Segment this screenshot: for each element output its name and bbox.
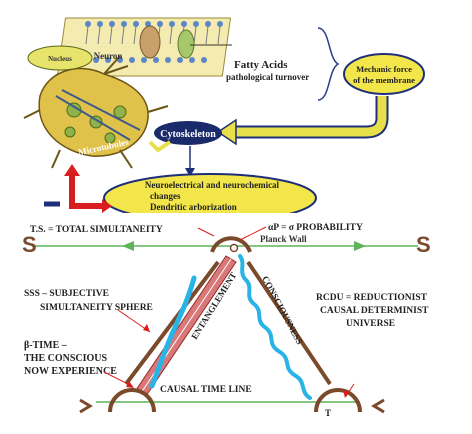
bottom-panel: S S T.S. = TOTAL SIMULTANEITY αP = σ PRO…: [22, 223, 431, 418]
membrane-protein: [139, 25, 161, 59]
probability-leader: [239, 226, 267, 241]
bottom-right-arc: [314, 388, 362, 413]
causal-time-line-label: CAUSAL TIME LINE: [160, 385, 252, 395]
bottom-right-arrowhead: [343, 390, 350, 398]
probability-label: αP = σ PROBABILITY: [268, 223, 363, 233]
triangle-right-side: [246, 260, 332, 386]
membrane-lipid-heads: [81, 21, 223, 63]
rcdu-label: RCDU = REDUCTIONIST: [316, 293, 428, 303]
bottom-right-chevron: [371, 398, 385, 414]
neuro-changes-label: Neuroelectrical and neurochemical: [145, 180, 280, 190]
nucleus-label: Nucleus: [48, 55, 72, 63]
beta-time-extra: NOW EXPERIENCE: [24, 366, 117, 377]
beta-time-label: β-TIME –: [24, 340, 68, 351]
origin-arc: [210, 236, 252, 253]
total-simultaneity-label: T.S. = TOTAL SIMULTANEITY: [30, 225, 163, 235]
fatty-acids-sublabel: pathological turnover: [226, 72, 309, 82]
force-arrow-head: [216, 118, 237, 146]
neuro-changes-sublabel: changes: [150, 191, 181, 201]
line-arrow-right: [354, 241, 366, 251]
triangle-left-side: [124, 260, 220, 386]
line-arrow-left: [122, 241, 134, 251]
nucleus-shape: [27, 45, 93, 71]
red-arrow-head-up: [64, 164, 80, 176]
rcdu-sublabel: CAUSAL DETERMINIST: [320, 306, 429, 316]
neuron-label: Neuron: [94, 51, 123, 61]
mechanic-force-label: Mechanic force: [356, 64, 412, 74]
cytoskeleton-node: [154, 121, 222, 145]
red-l-arrow: [69, 172, 104, 209]
neuron-dendrites: [23, 55, 169, 169]
neuron-illustration: Nucleus Neuron Microtubules: [23, 45, 169, 169]
s-left-symbol: S: [22, 232, 37, 257]
bottom-left-arc: [108, 388, 156, 413]
beta-time-leader-arrowhead: [126, 381, 134, 388]
s-right-symbol: S: [416, 232, 431, 257]
neuro-changes-extra: Dendritic arborization: [150, 202, 237, 212]
top-panel: Nucleus Neuron Microtubules Fatty Acids …: [23, 17, 425, 223]
ts-leader: [197, 227, 215, 237]
beta-time-sublabel: THE CONSCIOUS: [24, 353, 108, 364]
force-arrow-body: [234, 96, 387, 137]
sss-leader-arrowhead: [143, 324, 150, 332]
bottom-right-mark: T: [325, 408, 331, 418]
beta-time-leader: [103, 371, 133, 387]
membrane-bracket: [317, 27, 340, 101]
sss-sublabel: SIMULTANEITY SPHERE: [40, 303, 153, 313]
bottom-left-chevron: [79, 398, 93, 414]
mechanic-force-node: [343, 53, 425, 95]
sss-label: SSS – SUBJECTIVE: [24, 289, 109, 299]
fatty-acids-label: Fatty Acids: [234, 59, 288, 71]
membrane-channel: [177, 29, 195, 59]
organelles: [64, 102, 127, 144]
rcdu-universe-label: UNIVERSE: [346, 319, 395, 329]
cell-membrane-illustration: [56, 17, 232, 77]
origin-point: [229, 243, 239, 253]
force-arrow-outline: [232, 96, 389, 139]
cytoskeleton-label: Cytoskeleton: [160, 129, 216, 140]
microtubule-strands: [55, 89, 141, 141]
red-arrow-head-right: [102, 199, 112, 213]
sss-boundary-line: [149, 275, 197, 389]
planck-wall-label: Planck Wall: [260, 234, 307, 244]
cytoskeleton-down-arrowhead: [185, 168, 195, 177]
mechanic-force-sublabel: of the membrane: [353, 75, 415, 85]
consciousness-wave: [238, 254, 312, 400]
microtubule-to-cytoskeleton-arrow: [148, 140, 172, 153]
